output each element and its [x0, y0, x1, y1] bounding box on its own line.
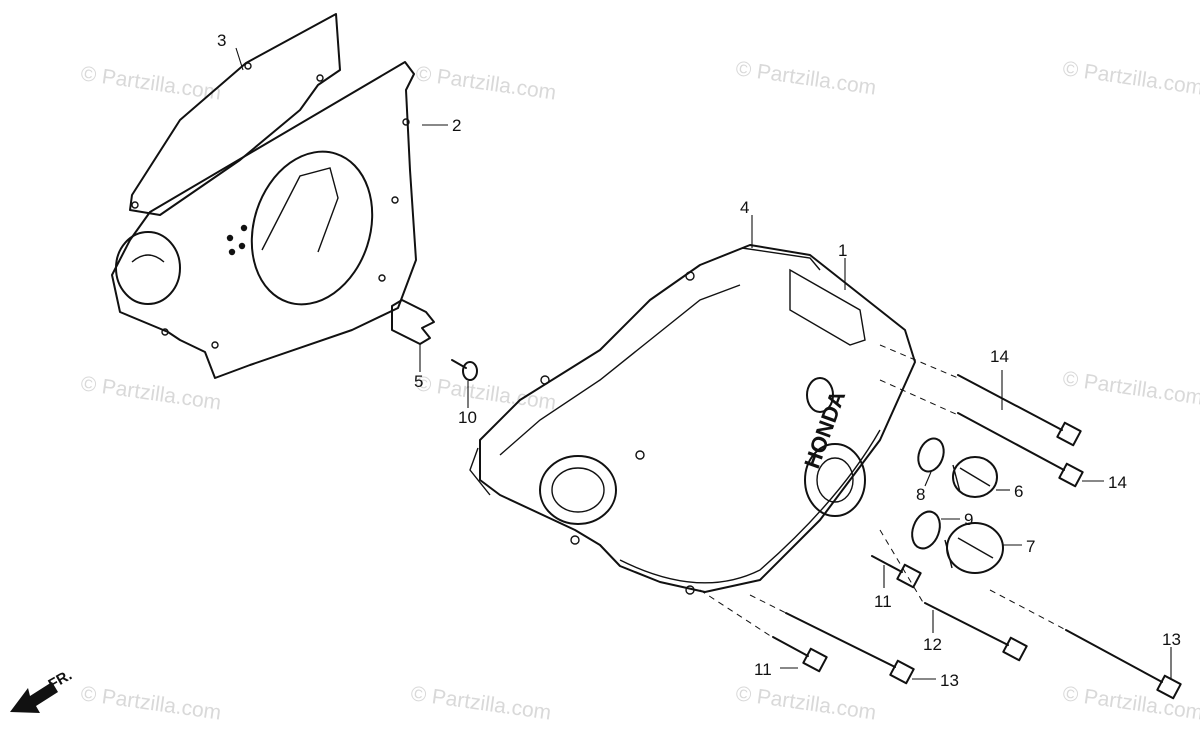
watermark: © Partzilla.com	[1061, 367, 1200, 409]
part-7-cap[interactable]	[944, 522, 1004, 574]
part-11-bolt[interactable]	[871, 555, 922, 589]
callout-14-lower[interactable]: 14	[1108, 473, 1127, 492]
callout-4[interactable]: 4	[740, 198, 749, 217]
part-13-bolt[interactable]	[785, 612, 915, 685]
part-12-bolt[interactable]	[924, 602, 1028, 662]
callout-12[interactable]: 12	[923, 635, 942, 654]
callout-13-right[interactable]: 13	[1162, 630, 1181, 649]
part-2-plate[interactable]	[111, 61, 417, 379]
callout-2[interactable]: 2	[452, 116, 461, 135]
callout-10[interactable]: 10	[458, 408, 477, 427]
callout-14-upper[interactable]: 14	[990, 347, 1009, 366]
watermark: © Partzilla.com	[79, 682, 222, 724]
watermark-layer: © Partzilla.com © Partzilla.com © Partzi…	[79, 57, 1200, 724]
part-3-gasket[interactable]	[129, 13, 341, 216]
callout-11-lower[interactable]: 11	[754, 660, 772, 679]
watermark: © Partzilla.com	[734, 682, 877, 724]
callout-8[interactable]: 8	[916, 485, 925, 504]
watermark: © Partzilla.com	[79, 62, 222, 104]
callout-6[interactable]: 6	[1014, 482, 1023, 501]
part-6-cap[interactable]	[952, 456, 998, 498]
watermark: © Partzilla.com	[409, 682, 552, 724]
callout-1[interactable]: 1	[838, 241, 847, 260]
front-direction-indicator: FR.	[10, 667, 75, 713]
callout-11-upper[interactable]: 11	[874, 592, 892, 611]
watermark: © Partzilla.com	[414, 62, 557, 104]
callout-3[interactable]: 3	[217, 31, 226, 50]
part-8-o-ring[interactable]	[914, 435, 948, 475]
watermark: © Partzilla.com	[1061, 57, 1200, 99]
watermark: © Partzilla.com	[414, 372, 557, 414]
watermark: © Partzilla.com	[734, 57, 877, 99]
part-5-clip[interactable]	[391, 299, 435, 345]
part-9-o-ring[interactable]	[907, 508, 944, 553]
part-14-bolt[interactable]	[957, 412, 1084, 488]
callout-5[interactable]: 5	[414, 372, 423, 391]
callout-labels: 3 2 4 1 5 10 14 14 6 8 9 7 11 12 13 11 1…	[217, 31, 1181, 690]
part-10-screw[interactable]	[451, 359, 478, 381]
part-14-bolt[interactable]	[957, 374, 1082, 447]
part-4-gasket[interactable]	[469, 247, 821, 496]
watermark: © Partzilla.com	[79, 372, 222, 414]
alignment-lines	[699, 344, 1067, 638]
part-11-bolt[interactable]	[772, 636, 828, 673]
arrow-icon	[10, 682, 58, 713]
part-13-bolt[interactable]	[1065, 629, 1182, 700]
callout-7[interactable]: 7	[1026, 537, 1035, 556]
callout-13-lower[interactable]: 13	[940, 671, 959, 690]
part-1-clutch-cover[interactable]: HONDA	[479, 244, 916, 595]
callout-9[interactable]: 9	[964, 510, 973, 529]
leader-lines	[235, 47, 1172, 680]
